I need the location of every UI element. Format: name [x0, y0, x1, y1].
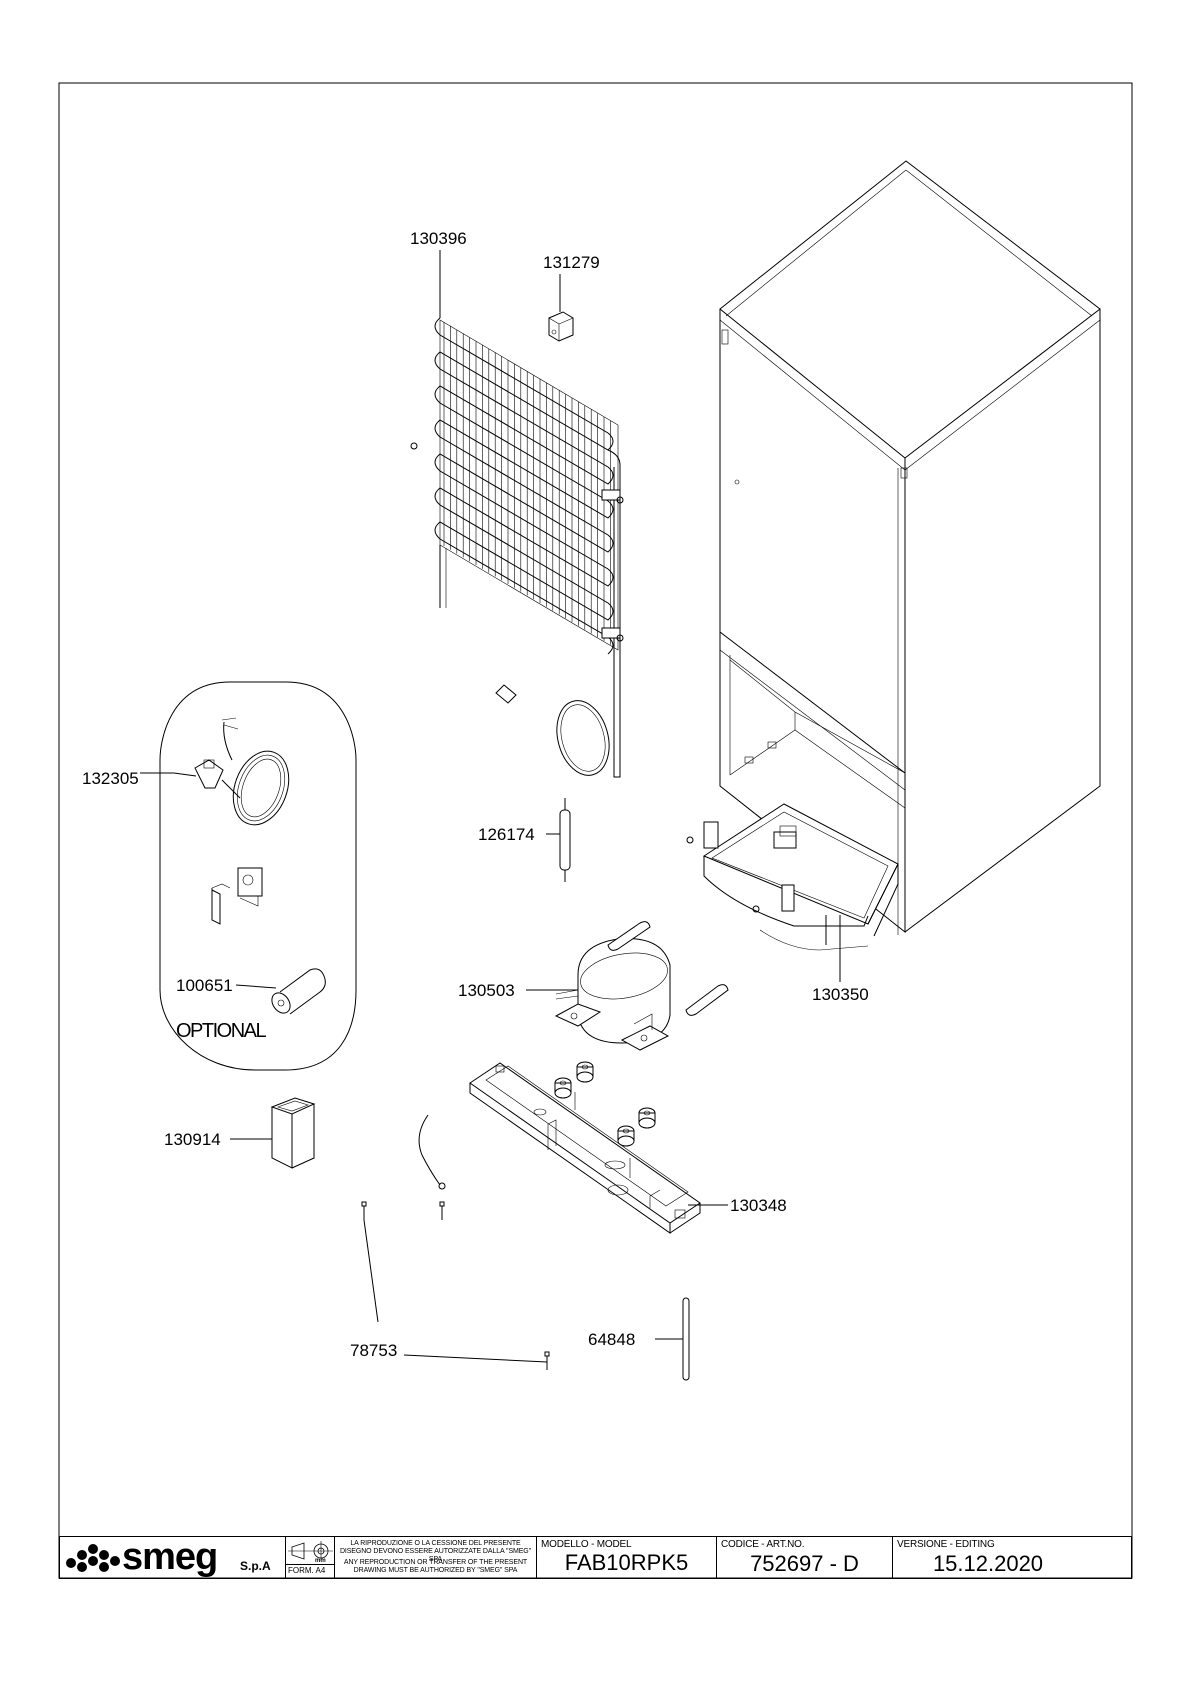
projection-symbol-icon: [288, 1541, 333, 1561]
brand-suffix: S.p.A: [240, 1559, 271, 1573]
part-64848-tube: [682, 1297, 690, 1381]
smeg-dots-logo-icon: [66, 1544, 120, 1572]
leader-lines: [140, 250, 841, 1363]
label-130348: 130348: [730, 1196, 787, 1215]
label-optional: OPTIONAL: [176, 1020, 267, 1042]
title-block: smeg S.p.A mm FORM. A4 LA RIPRODUZIONE O…: [59, 1536, 1132, 1579]
version-value: 15.12.2020: [932, 1551, 1044, 1576]
condenser-grid: [410, 317, 624, 778]
grommets: [554, 1061, 656, 1147]
unit-label: mm: [315, 1558, 326, 1564]
model-header: MODELLO - MODEL: [541, 1539, 632, 1550]
label-131279: 131279: [543, 253, 600, 272]
model-value: FAB10RPK5: [564, 1550, 689, 1575]
version-header: VERSIONE - EDITING: [897, 1539, 995, 1550]
code-header: CODICE - ART.NO.: [721, 1539, 805, 1550]
label-64848: 64848: [588, 1330, 635, 1349]
version-cell: VERSIONE - EDITING 15.12.2020: [893, 1537, 1131, 1578]
brand-cell: smeg S.p.A: [60, 1536, 286, 1578]
label-130350: 130350: [812, 985, 869, 1004]
part-100651-capacitor: [271, 968, 326, 1015]
article-code-cell: CODICE - ART.NO. 752697 - D: [717, 1537, 893, 1578]
label-130914: 130914: [164, 1130, 221, 1149]
rubber-straps: [607, 921, 729, 1016]
copyright-notice-cell: LA RIPRODUZIONE O LA CESSIONE DEL PRESEN…: [335, 1537, 537, 1578]
part-130503-compressor: [554, 938, 671, 1051]
projection-cell: mm FORM. A4: [286, 1537, 335, 1578]
notice-italian: LA RIPRODUZIONE O LA CESSIONE DEL PRESEN…: [339, 1540, 532, 1563]
part-132305-power-cord: [194, 717, 290, 826]
part-131279-clip: [548, 311, 574, 342]
label-132305: 132305: [82, 769, 139, 788]
brand-wordmark: smeg: [122, 1536, 218, 1578]
part-130348-mounting-plate: [469, 1062, 701, 1234]
part-130350-drip-tray: [686, 803, 899, 951]
starter-relay: [211, 867, 263, 925]
part-130914-box: [270, 1097, 316, 1169]
part-78753-screws: [361, 1201, 550, 1370]
cabinet-body: [719, 160, 1101, 935]
notice-english: ANY REPRODUCTION OR TRANSFER OF THE PRES…: [343, 1559, 528, 1574]
label-130396: 130396: [410, 229, 467, 248]
format-label: FORM. A4: [288, 1566, 326, 1575]
part-126174-filter-drier: [559, 798, 571, 882]
part-labels: 130396 131279 132305 126174 100651 OPTIO…: [82, 229, 869, 1360]
optional-callout-frame: [159, 681, 357, 1071]
ground-wire: [418, 1114, 446, 1190]
label-130503: 130503: [458, 981, 515, 1000]
code-value: 752697 - D: [750, 1551, 859, 1576]
model-cell: MODELLO - MODEL FAB10RPK5: [537, 1537, 717, 1578]
label-100651: 100651: [176, 976, 233, 995]
label-126174: 126174: [478, 825, 535, 844]
label-78753: 78753: [350, 1341, 397, 1360]
